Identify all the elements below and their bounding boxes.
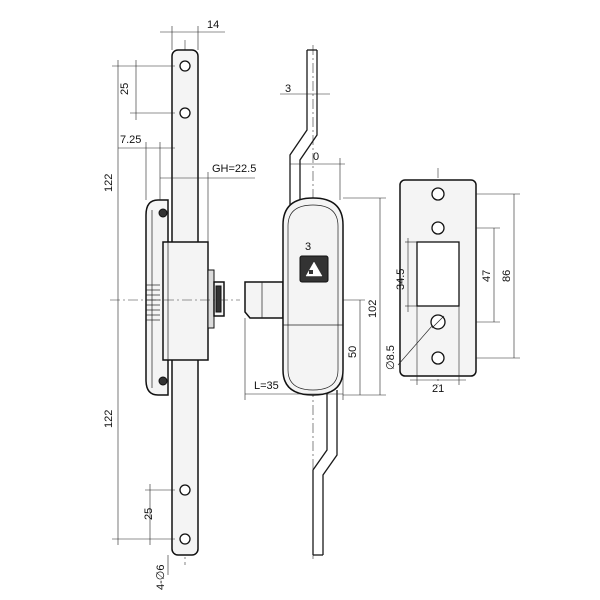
- keeper-slot: [416, 241, 460, 307]
- dim-holes-spec: 4-∅6: [155, 565, 167, 590]
- dim-rod-offset: 3: [285, 83, 291, 95]
- dim-body-half: 50: [347, 346, 359, 358]
- upper-rod-left: [289, 50, 308, 210]
- dim-length-l: L=35: [254, 380, 279, 392]
- dim-keeper-inner: 47: [481, 270, 493, 282]
- dim-keeper-height: 86: [501, 270, 513, 282]
- dim-offset: 7.25: [120, 134, 141, 146]
- front-view: 3: [244, 45, 344, 560]
- screw-top: [158, 208, 168, 218]
- dim-keeper-slot: 34.5: [395, 269, 407, 290]
- dim-keeper-hole: ∅8.5: [385, 345, 397, 370]
- rod-hole-4: [179, 533, 191, 545]
- keeper-hole-upper: [431, 221, 445, 235]
- spindle-collar: [207, 269, 215, 329]
- dim-body-height: 102: [367, 300, 379, 318]
- dim-plate-width: 14: [207, 19, 219, 31]
- keeper-hole-top: [431, 187, 445, 201]
- side-view: [110, 40, 240, 565]
- latch-tongue: [244, 281, 284, 319]
- lower-rod-left: [312, 390, 328, 555]
- rod-hole-3: [179, 484, 191, 496]
- rod-hole-1: [179, 60, 191, 72]
- lower-rod-right: [322, 390, 338, 555]
- dim-zero-ref: 0: [313, 151, 319, 163]
- body-bottom-contour: [287, 369, 339, 391]
- spindle-core: [215, 285, 222, 313]
- front-view-dimensions: 3 0 L=35 102 50: [244, 83, 386, 400]
- dim-pad-label: 3: [305, 241, 311, 253]
- dim-rod-length-top: 122: [103, 174, 115, 192]
- dim-rod-length-bottom: 122: [103, 410, 115, 428]
- side-view-dimensions: 14 25 7.25 122 GH=22.5 122 25 4-∅6: [103, 19, 256, 590]
- keeper-view: [399, 168, 477, 385]
- lock-housing: [162, 241, 209, 361]
- keeper-dimensions: 34.5 47 86 ∅8.5 21: [385, 193, 520, 395]
- lock-body: [282, 197, 344, 396]
- body-top-contour: [287, 204, 339, 227]
- dim-hole-spacing-top: 25: [119, 83, 131, 95]
- dim-hole-spacing-bottom: 25: [143, 508, 155, 520]
- upper-rod-right: [299, 50, 318, 210]
- dim-keeper-width: 21: [432, 383, 444, 395]
- screw-bottom: [158, 376, 168, 386]
- keeper-hole-bottom: [431, 351, 445, 365]
- dim-gh: GH=22.5: [212, 163, 256, 175]
- rod-hole-2: [179, 107, 191, 119]
